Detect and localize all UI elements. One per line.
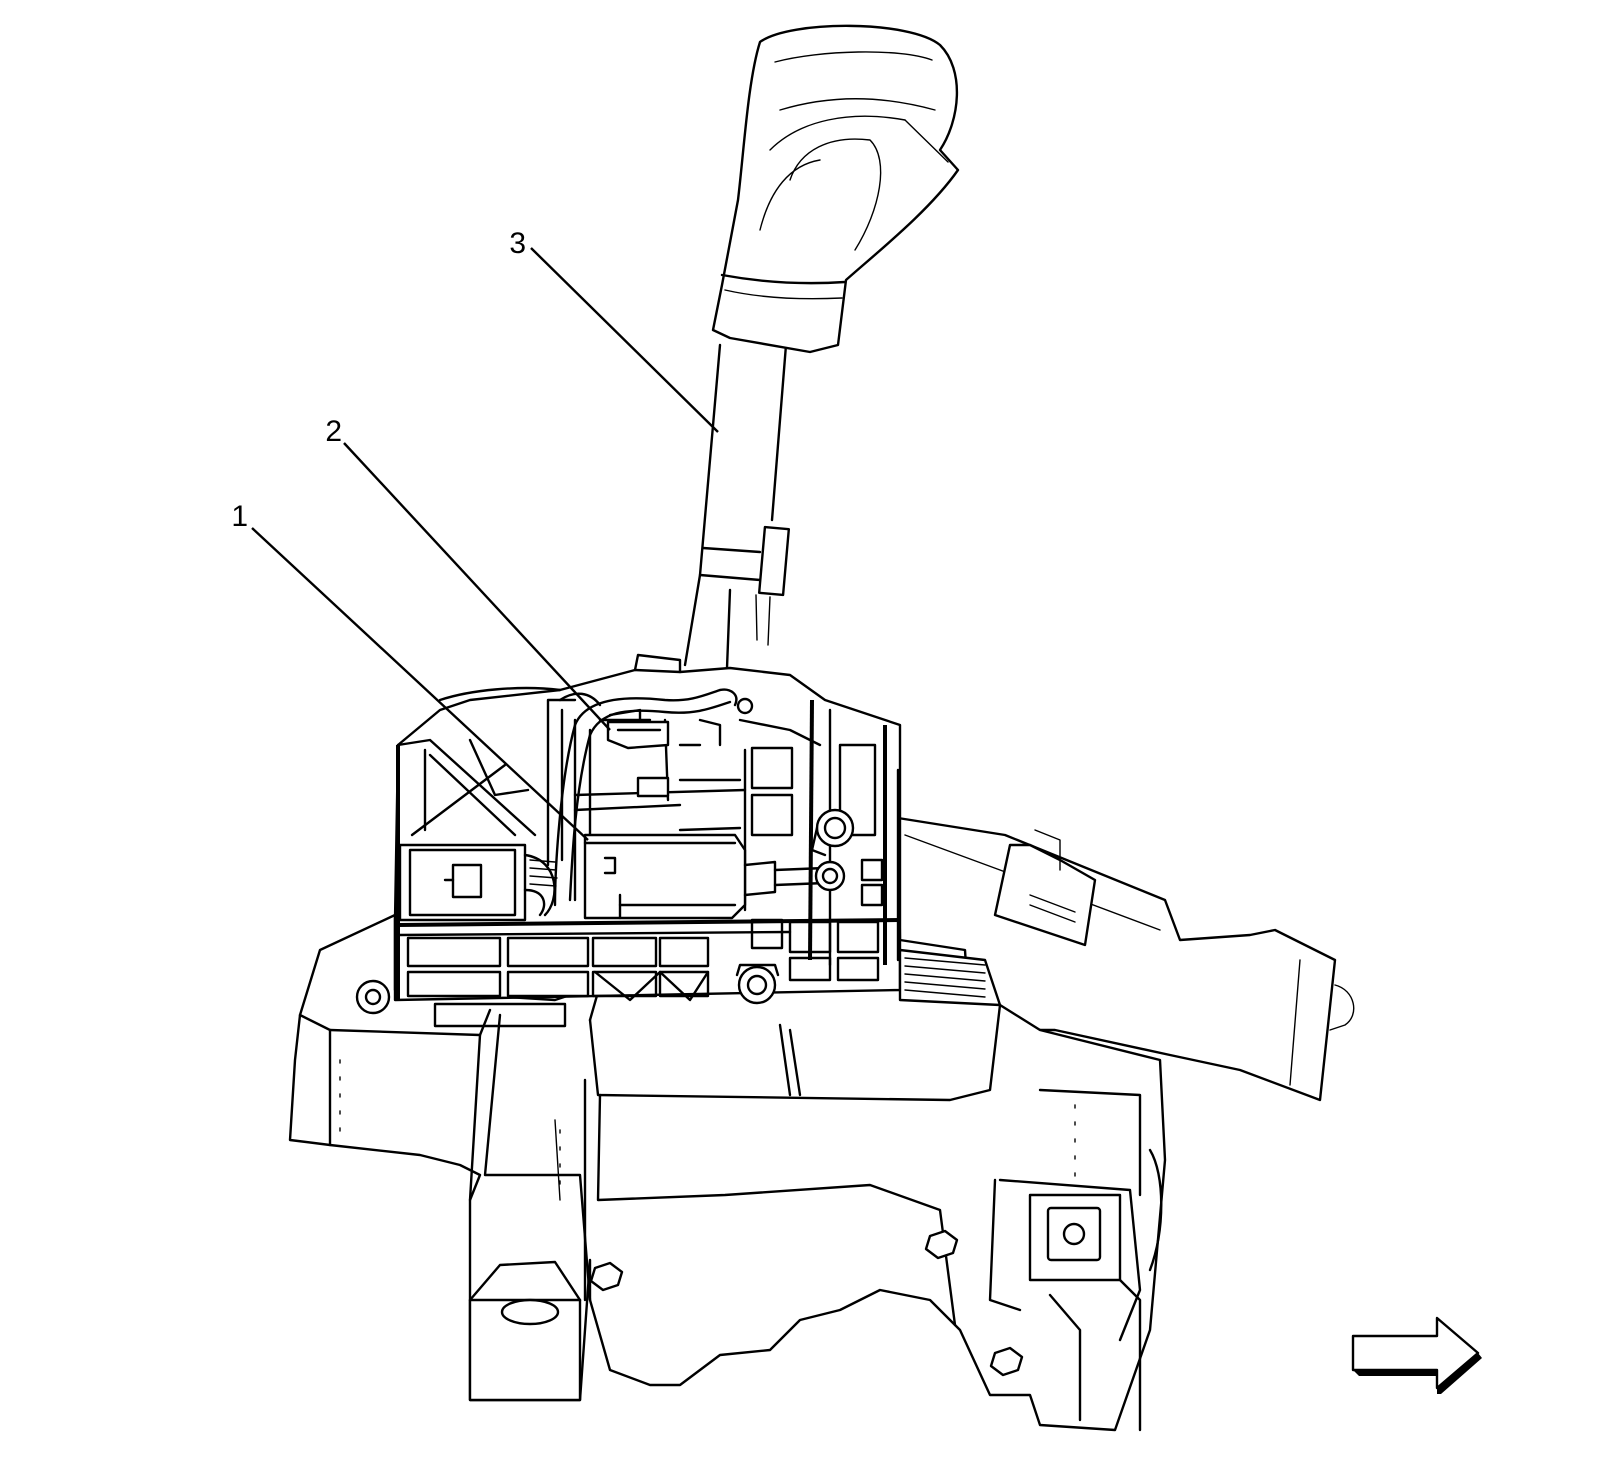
- shift-control-module: [583, 776, 846, 920]
- callout-2: 2: [325, 415, 342, 448]
- callout-1: 1: [231, 500, 248, 533]
- callout-3: 3: [509, 227, 526, 260]
- leader-line-1: [251, 527, 589, 841]
- arrow-right-icon: [1351, 1316, 1482, 1394]
- shift-lever: [683, 24, 960, 670]
- leader-line-2: [343, 442, 611, 731]
- leader-line-3: [530, 247, 719, 433]
- harness-connector: [398, 843, 558, 922]
- cable-guide: [606, 720, 670, 750]
- wire-harness: [553, 688, 754, 907]
- base-bracket: [288, 913, 1167, 1432]
